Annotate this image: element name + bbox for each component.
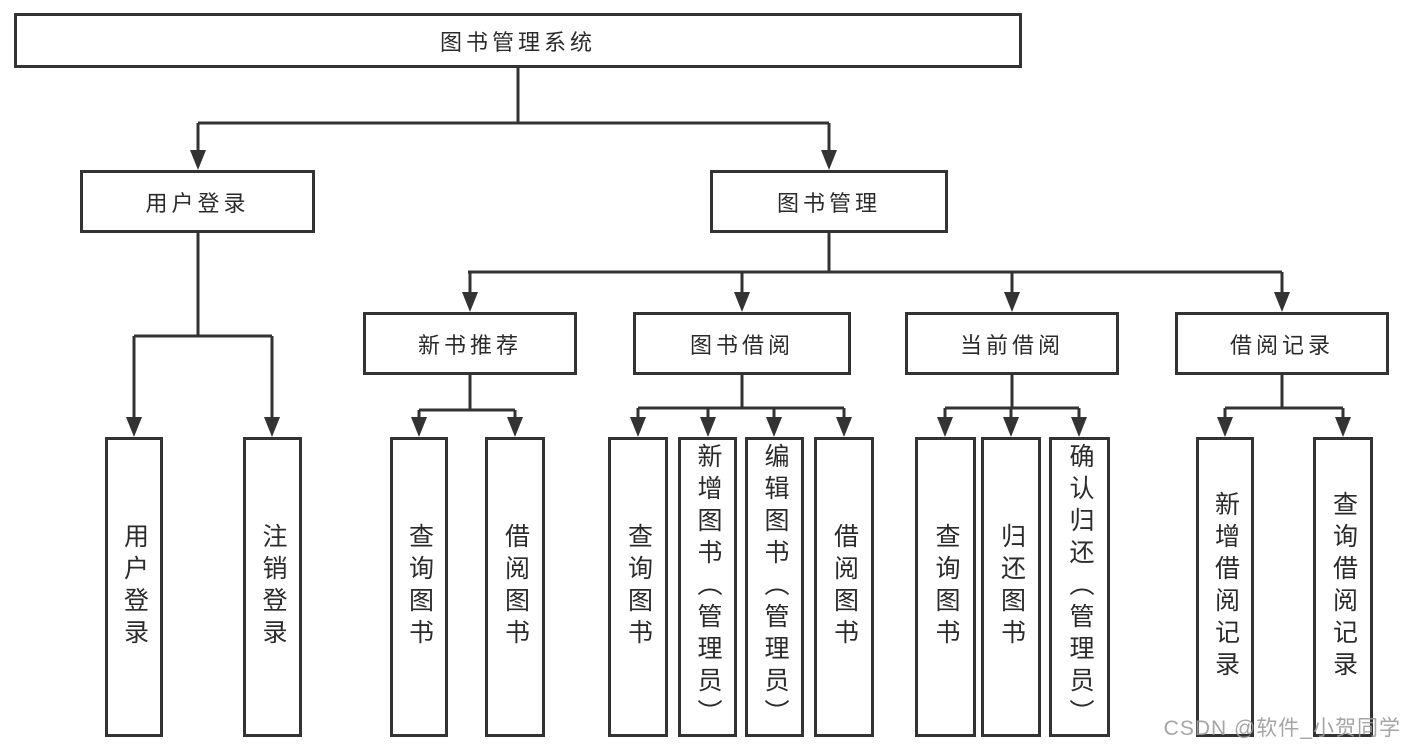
query-books-leaf-recommend-label: 查询图书: [405, 523, 434, 651]
borrow-record-node: 借阅记录: [1175, 312, 1389, 375]
user-login-node: 用户登录: [80, 170, 315, 233]
add-borrow-record-leaf: 新增借阅记录: [1196, 437, 1254, 737]
query-borrow-record-leaf: 查询借阅记录: [1313, 437, 1373, 737]
return-book-leaf: 归还图书: [981, 437, 1041, 737]
user-login-leaf: 用户登录: [105, 437, 163, 737]
query-borrow-record-leaf-label: 查询借阅记录: [1329, 491, 1358, 683]
logout-leaf: 注销登录: [243, 437, 302, 737]
query-books-leaf-borrow: 查询图书: [608, 437, 668, 737]
add-book-admin-leaf-label: 新增图书（管理员）: [694, 443, 722, 731]
csdn-watermark: CSDN @软件_小贺同学: [1163, 717, 1401, 740]
query-books-leaf-current: 查询图书: [915, 437, 976, 737]
borrow-books-leaf-recommend-label: 借阅图书: [501, 523, 530, 651]
edit-book-admin-leaf: 编辑图书（管理员）: [745, 437, 804, 737]
borrow-books-leaf-borrow-label: 借阅图书: [830, 523, 859, 651]
borrow-books-leaf-recommend: 借阅图书: [485, 437, 545, 737]
book-borrow-node: 图书借阅: [633, 312, 851, 375]
query-books-leaf-current-label: 查询图书: [932, 523, 960, 651]
new-book-recommend-node: 新书推荐: [363, 312, 577, 375]
user-login-leaf-label: 用户登录: [120, 523, 149, 651]
edit-book-admin-leaf-label: 编辑图书（管理员）: [761, 443, 789, 731]
confirm-return-admin-leaf: 确认归还（管理员）: [1049, 437, 1110, 737]
add-book-admin-leaf: 新增图书（管理员）: [678, 437, 737, 737]
query-books-leaf-borrow-label: 查询图书: [624, 523, 653, 651]
logout-leaf-label: 注销登录: [259, 523, 287, 651]
borrow-books-leaf-borrow: 借阅图书: [814, 437, 874, 737]
return-book-leaf-label: 归还图书: [997, 523, 1026, 651]
current-borrow-node: 当前借阅: [905, 312, 1119, 375]
confirm-return-admin-leaf-label: 确认归还（管理员）: [1066, 443, 1094, 731]
root-node-library-system: 图书管理系统: [14, 13, 1022, 68]
query-books-leaf-recommend: 查询图书: [390, 437, 448, 737]
book-management-node: 图书管理: [710, 170, 948, 233]
add-borrow-record-leaf-label: 新增借阅记录: [1211, 491, 1240, 683]
